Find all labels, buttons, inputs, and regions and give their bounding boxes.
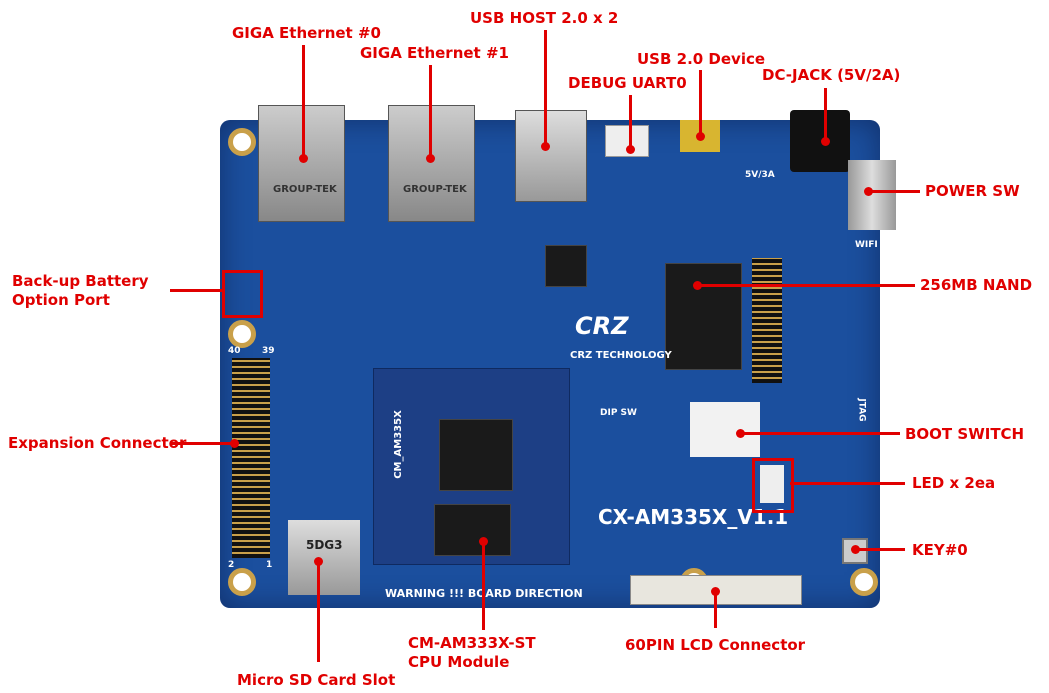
jack-text: GROUP-TEK	[273, 184, 337, 195]
jack-text: GROUP-TEK	[403, 184, 467, 195]
pointer-dot	[821, 137, 830, 146]
pointer-dot	[864, 187, 873, 196]
label-lcd: 60PIN LCD Connector	[625, 636, 806, 654]
pointer-line	[317, 560, 320, 662]
pointer-dot	[230, 439, 239, 448]
pin-label: 39	[262, 346, 275, 356]
cpu-chip	[439, 419, 513, 491]
label-debug-uart: DEBUG UART0	[568, 74, 687, 92]
pointer-line	[740, 432, 900, 435]
ram-chip	[434, 504, 511, 556]
pointer-dot	[736, 429, 745, 438]
logo: CRZ	[575, 312, 629, 340]
pointer-line	[824, 88, 827, 140]
pointer-dot	[426, 154, 435, 163]
highlight-box	[752, 458, 794, 513]
label-battery-1: Back-up Battery	[12, 272, 149, 290]
pointer-line	[482, 540, 485, 630]
mount-hole	[228, 568, 256, 596]
label-cpu-2: CPU Module	[408, 653, 510, 671]
nand-chip	[665, 263, 742, 370]
label-boot-switch: BOOT SWITCH	[905, 425, 1025, 443]
pointer-dot	[479, 537, 488, 546]
cpu-module: CM_AM335X	[373, 368, 570, 565]
mount-hole	[228, 128, 256, 156]
brand-text: CRZ TECHNOLOGY	[570, 350, 672, 361]
pointer-line	[699, 70, 702, 135]
pointer-dot	[626, 145, 635, 154]
label-key: KEY#0	[912, 541, 968, 559]
usb-hub-chip	[545, 245, 587, 287]
label-usb-device: USB 2.0 Device	[637, 50, 766, 68]
power-switch	[848, 160, 896, 230]
expansion-header	[232, 358, 270, 558]
pointer-line	[790, 482, 905, 485]
pointer-line	[855, 548, 905, 551]
sd-text: 5DG3	[306, 538, 343, 552]
label-nand: 256MB NAND	[920, 276, 1033, 294]
pointer-line	[544, 30, 547, 145]
pointer-dot	[299, 154, 308, 163]
label-sd: Micro SD Card Slot	[237, 671, 396, 689]
pointer-line	[629, 95, 632, 148]
pointer-line	[714, 590, 717, 628]
pointer-dot	[711, 587, 720, 596]
label-power-sw: POWER SW	[925, 182, 1020, 200]
pointer-dot	[696, 132, 705, 141]
pointer-dot	[314, 557, 323, 566]
pointer-dot	[541, 142, 550, 151]
sd-card-slot: 5DG3	[288, 520, 360, 595]
dc-jack	[790, 110, 850, 172]
led-pair	[760, 465, 784, 503]
pointer-dot	[693, 281, 702, 290]
dip-switch	[690, 402, 760, 457]
label-led: LED x 2ea	[912, 474, 996, 492]
pin-label: 40	[228, 346, 241, 356]
pointer-line	[170, 289, 222, 292]
pointer-line	[302, 45, 305, 157]
pointer-line	[697, 284, 915, 287]
pointer-dot	[851, 545, 860, 554]
pin-label: 2	[228, 560, 235, 570]
ethernet-jack-0: GROUP-TEK	[258, 105, 345, 222]
pointer-line	[429, 65, 432, 157]
pointer-line	[868, 190, 920, 193]
voltage-text: 5V/3A	[745, 170, 775, 180]
label-battery-2: Option Port	[12, 291, 110, 309]
label-usb-host: USB HOST 2.0 x 2	[470, 9, 619, 27]
label-cpu-1: CM-AM333X-ST	[408, 634, 536, 652]
label-dc-jack: DC-JACK (5V/2A)	[762, 66, 901, 84]
mount-hole	[228, 320, 256, 348]
module-name: CM_AM335X	[392, 410, 404, 479]
mount-hole	[850, 568, 878, 596]
wifi-text: WIFI	[855, 240, 878, 250]
dip-label: DIP SW	[600, 408, 637, 418]
label-eth1: GIGA Ethernet #1	[360, 44, 509, 62]
highlight-box	[222, 270, 263, 318]
label-eth0: GIGA Ethernet #0	[232, 24, 381, 42]
header-connector	[752, 258, 782, 383]
jtag-text: JTAG	[856, 398, 867, 422]
usb-host-port	[515, 110, 587, 202]
board-model: CX-AM335X_V1.1	[598, 505, 789, 529]
pointer-line	[170, 442, 234, 445]
pin-label: 1	[266, 560, 273, 570]
label-expansion: Expansion Connector	[8, 434, 187, 452]
